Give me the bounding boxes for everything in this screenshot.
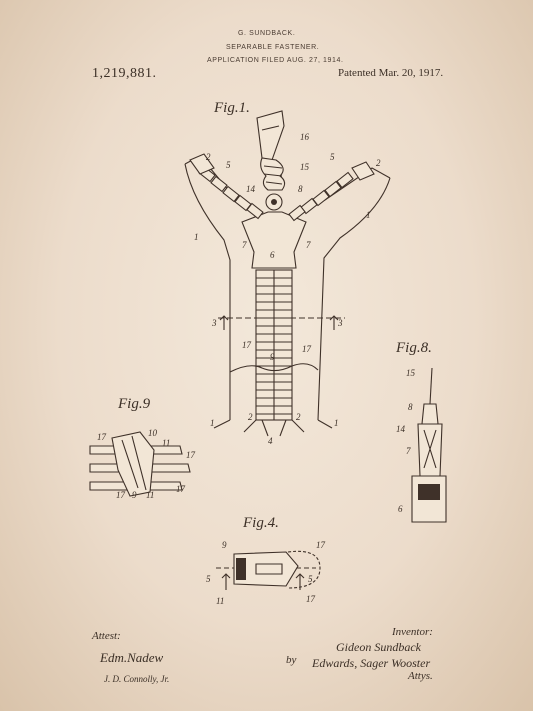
fig1-drawing bbox=[184, 110, 391, 437]
fig1-label: 2 bbox=[248, 412, 253, 422]
fig1-label: 1 bbox=[366, 210, 371, 220]
patent-date: Patented Mar. 20, 1917. bbox=[338, 67, 444, 79]
fig1-label: 1 bbox=[210, 418, 215, 428]
fig8-title: Fig.8. bbox=[396, 340, 432, 356]
fig9-label: 17 bbox=[176, 484, 185, 494]
inventor-label: Inventor: bbox=[392, 626, 433, 638]
fig4-label: 17 bbox=[316, 540, 325, 550]
attest-label: Attest: bbox=[92, 630, 121, 642]
fig9-label: 9 bbox=[132, 490, 137, 500]
witness-signature-1: Edm.Nadew bbox=[100, 650, 164, 665]
fig8-label: 8 bbox=[408, 402, 413, 412]
by-label: by bbox=[286, 654, 297, 666]
fig9-label: 10 bbox=[148, 428, 157, 438]
fig4-label: 9 bbox=[222, 540, 227, 550]
fig1-label: 6 bbox=[270, 250, 275, 260]
fig4-label: 11 bbox=[216, 596, 225, 606]
fig4-label: 5 bbox=[206, 574, 211, 584]
fig1-label: 17 bbox=[242, 340, 251, 350]
fig4-title: Fig.4. bbox=[243, 515, 279, 531]
fig1-label: 8 bbox=[298, 184, 303, 194]
fig4-label: 17 bbox=[306, 594, 315, 604]
fig1-label: 9 bbox=[270, 352, 275, 362]
fig1-title: Fig.1. bbox=[214, 100, 250, 116]
fig4-label: 5 bbox=[308, 574, 313, 584]
fig9-label: 17 bbox=[186, 450, 195, 460]
fig1-label: 15 bbox=[300, 162, 309, 172]
fig4-drawing bbox=[216, 550, 321, 590]
fig9-label: 11 bbox=[162, 438, 171, 448]
fig8-label: 14 bbox=[396, 424, 405, 434]
fig1-label: 16 bbox=[300, 132, 309, 142]
fig1-label: 5 bbox=[226, 160, 231, 170]
fig9-title: Fig.9 bbox=[118, 396, 151, 412]
invention-title: SEPARABLE FASTENER. bbox=[226, 44, 320, 51]
fig1-label: 7 bbox=[242, 240, 247, 250]
fig9-label: 11 bbox=[146, 490, 155, 500]
fig9-drawing bbox=[89, 431, 191, 497]
fig1-label: 14 bbox=[246, 184, 255, 194]
fig1-label: 2 bbox=[296, 412, 301, 422]
fig8-label: 7 bbox=[406, 446, 411, 456]
attorneys-signature: Edwards, Sager Wooster bbox=[312, 656, 431, 670]
fig8-label: 6 bbox=[398, 504, 403, 514]
fig1-label: 7 bbox=[306, 240, 311, 250]
attys-label: Attys. bbox=[408, 670, 433, 682]
fig9-label: 17 bbox=[116, 490, 125, 500]
fig9-label: 17 bbox=[97, 432, 106, 442]
fig1-label: 1 bbox=[334, 418, 339, 428]
witness-signature-2: J. D. Connolly, Jr. bbox=[104, 674, 170, 684]
fig1-label: 17 bbox=[302, 344, 311, 354]
fig1-label: 5 bbox=[330, 152, 335, 162]
inventor-header: G. SUNDBACK. bbox=[238, 30, 296, 37]
fig8-drawing bbox=[411, 367, 447, 523]
fig1-label: 2 bbox=[376, 158, 381, 168]
fig8-label: 15 bbox=[406, 368, 415, 378]
inventor-signature: Gideon Sundback bbox=[336, 640, 421, 654]
patent-number: 1,219,881. bbox=[92, 66, 157, 81]
fig1-label: 2 bbox=[206, 152, 211, 162]
fig1-label: 4 bbox=[268, 436, 273, 446]
fig1-label: 1 bbox=[194, 232, 199, 242]
fig1-label: 3 bbox=[212, 318, 217, 328]
application-filed: APPLICATION FILED AUG. 27, 1914. bbox=[207, 57, 344, 64]
fig1-label: 3 bbox=[338, 318, 343, 328]
